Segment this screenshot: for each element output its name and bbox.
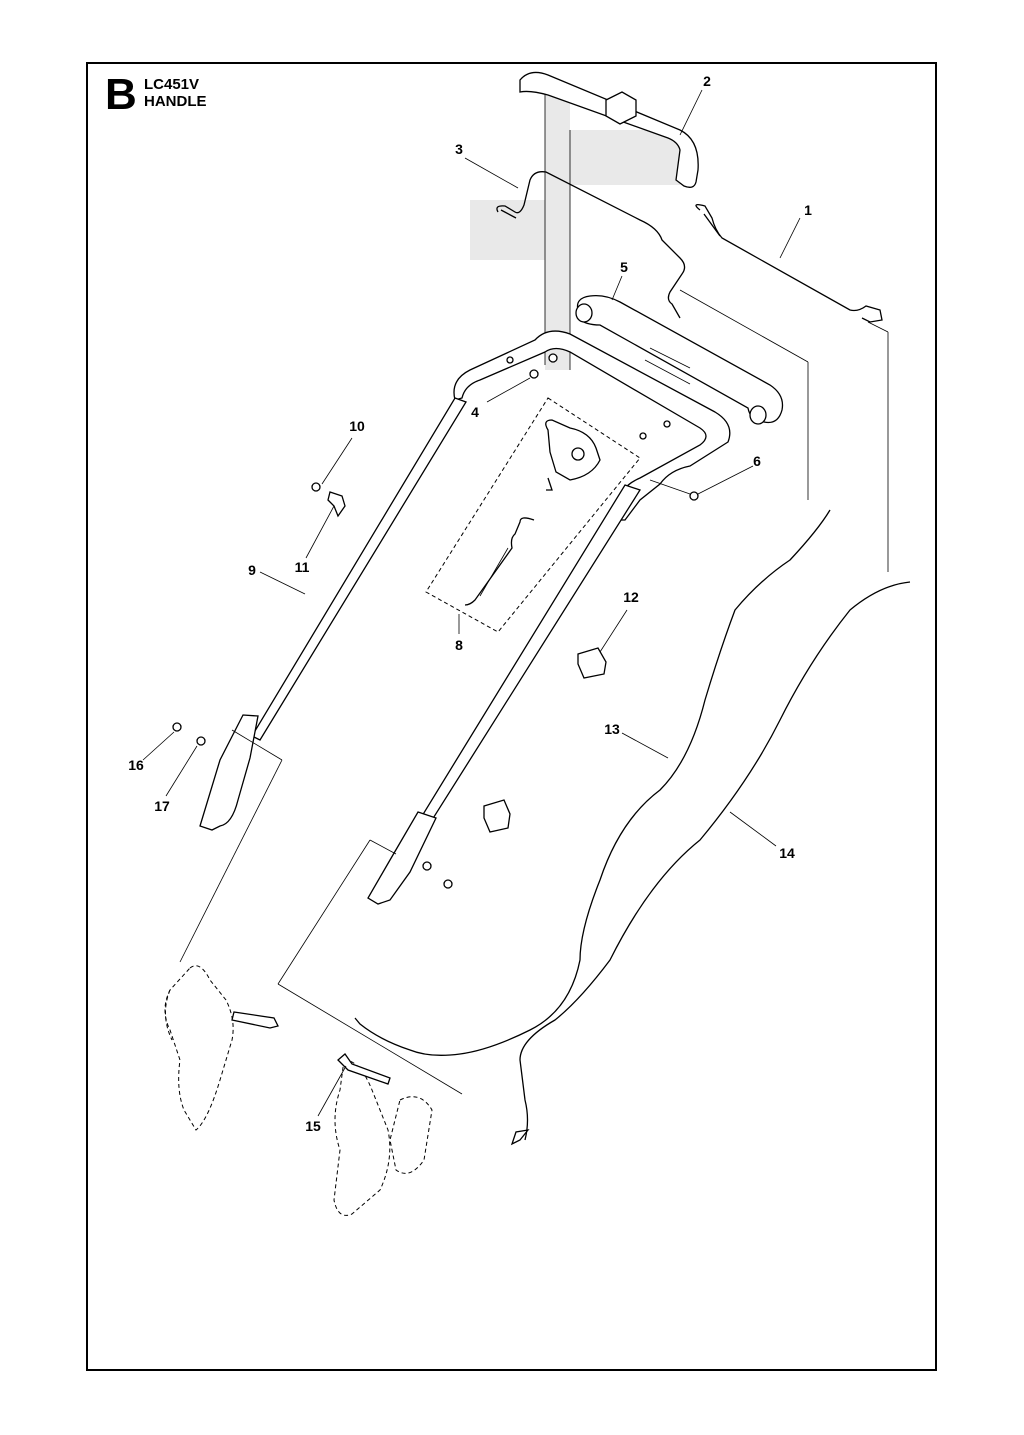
drive-rod <box>695 204 883 323</box>
callout-11: 11 <box>295 559 310 575</box>
section-letter: B <box>105 70 137 119</box>
leader-lines <box>142 89 889 1117</box>
callout-2: 2 <box>703 73 711 89</box>
drawing-frame <box>86 62 937 1371</box>
upper-crossbar <box>575 294 784 425</box>
callout-16: 16 <box>128 757 144 773</box>
left-handle-tube <box>199 397 467 831</box>
callout-5: 5 <box>620 259 628 275</box>
right-handle-tube <box>367 484 641 905</box>
callout-8: 8 <box>455 637 463 653</box>
callout-10: 10 <box>349 418 365 434</box>
fasteners <box>172 353 699 889</box>
callout-4: 4 <box>471 404 479 420</box>
callout-17: 17 <box>154 798 170 814</box>
cables <box>354 509 911 1146</box>
handle-clip <box>327 491 346 518</box>
callout-6: 6 <box>753 453 761 469</box>
bail-lever <box>496 171 686 319</box>
lower-brackets <box>164 965 433 1216</box>
callout-1: 1 <box>804 202 812 218</box>
callout-labels: 2 3 1 5 4 10 6 9 11 12 8 13 16 17 14 15 <box>128 73 812 1134</box>
callout-15: 15 <box>305 1118 321 1134</box>
diagram-title: HANDLE <box>144 93 207 110</box>
callout-14: 14 <box>779 845 795 861</box>
reference-planes <box>470 86 680 370</box>
callout-13: 13 <box>604 721 620 737</box>
cable-clips <box>483 647 607 833</box>
callout-12: 12 <box>623 589 639 605</box>
upper-handle-frame <box>453 330 731 521</box>
model-number: LC451V <box>144 76 200 93</box>
callout-9: 9 <box>248 562 256 578</box>
callout-3: 3 <box>455 141 463 157</box>
control-assembly <box>425 397 641 633</box>
top-grip <box>519 71 699 188</box>
